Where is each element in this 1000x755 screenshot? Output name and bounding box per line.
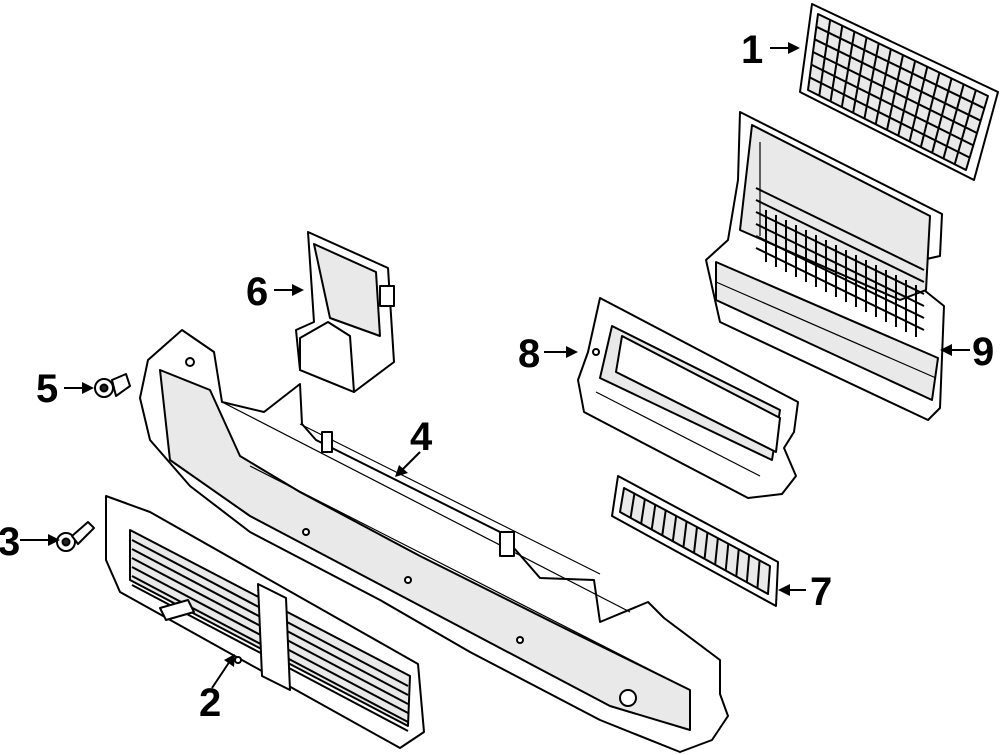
part-6-air-duct (295, 231, 395, 393)
callout-4: 4 (410, 415, 433, 459)
callout-2: 2 (199, 681, 221, 725)
part-4-bumper-support (139, 329, 729, 753)
part-2-grille-shutter (105, 495, 425, 749)
part-5-push-clip (94, 373, 131, 398)
callout-8: 8 (518, 332, 540, 376)
callout-1: 1 (741, 28, 763, 72)
callout-3: 3 (0, 520, 20, 564)
part-9-air-deflector (705, 111, 945, 421)
callout-7: 7 (810, 570, 832, 614)
part-8-deflector-frame (577, 297, 799, 499)
callout-6: 6 (246, 270, 268, 314)
part-7-lower-grille (611, 475, 779, 607)
leader-lines (20, 42, 970, 689)
part-1-upper-grille (799, 3, 999, 181)
part-3-bolt (56, 521, 95, 552)
callout-9: 9 (972, 330, 994, 374)
callout-5: 5 (36, 367, 58, 411)
